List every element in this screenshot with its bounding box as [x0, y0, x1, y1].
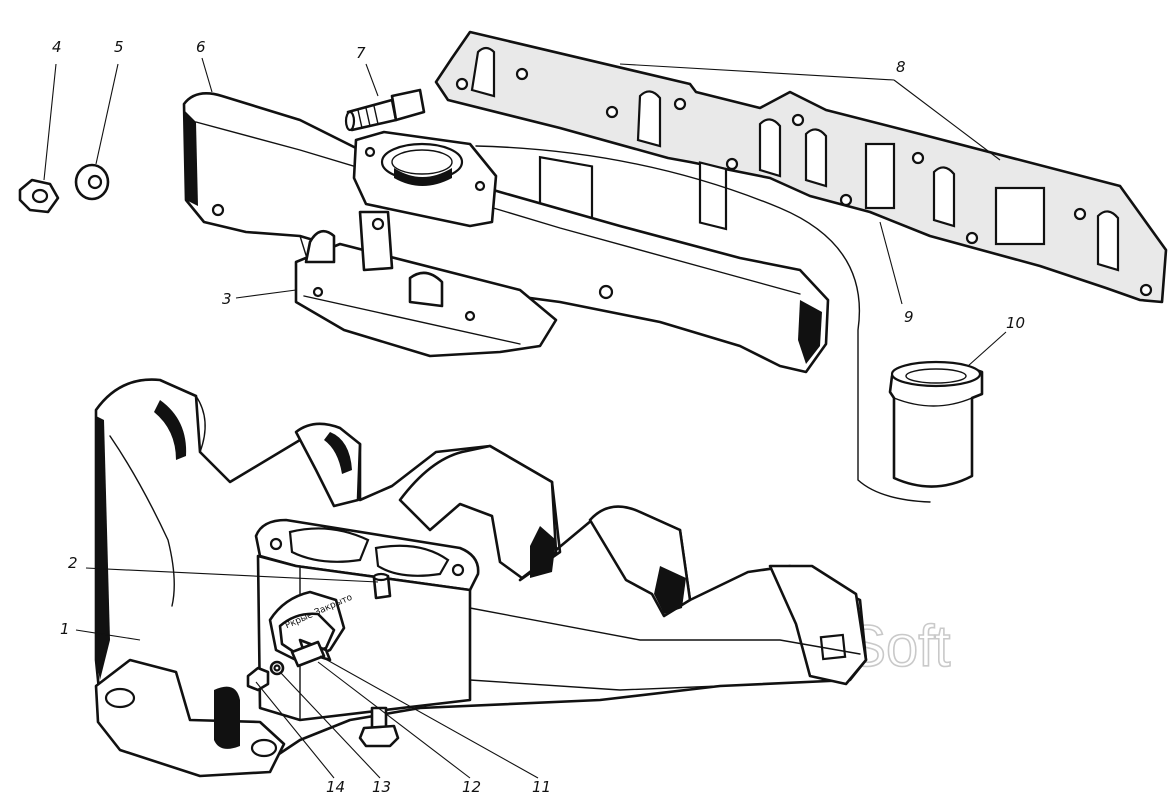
callout-3: 3	[222, 290, 232, 308]
callout-4: 4	[52, 38, 62, 56]
damper-shaft-hardware	[246, 640, 400, 748]
callout-1: 1	[60, 620, 70, 638]
heating-flange	[294, 210, 558, 358]
washer	[74, 163, 110, 201]
callout-12: 12	[462, 778, 481, 796]
carb-stud	[372, 572, 392, 600]
callout-10: 10	[1006, 314, 1025, 332]
sleeve	[888, 360, 984, 488]
nut	[18, 178, 60, 214]
callout-6: 6	[196, 38, 206, 56]
callout-labels: 4 5 6 7 8 9 10 3 2 1 11 12 13 14	[52, 38, 1025, 796]
callout-14: 14	[326, 778, 345, 796]
callout-13: 13	[372, 778, 391, 796]
callout-8: 8	[896, 58, 906, 76]
stud	[344, 88, 426, 132]
intake-manifold	[94, 378, 868, 778]
manifold-gasket	[434, 30, 1168, 304]
callout-5: 5	[114, 38, 124, 56]
callout-11: 11	[532, 778, 551, 796]
callout-9: 9	[904, 308, 914, 326]
callout-2: 2	[68, 554, 78, 572]
callout-leaders	[43, 57, 1007, 779]
callout-7: 7	[356, 44, 366, 62]
